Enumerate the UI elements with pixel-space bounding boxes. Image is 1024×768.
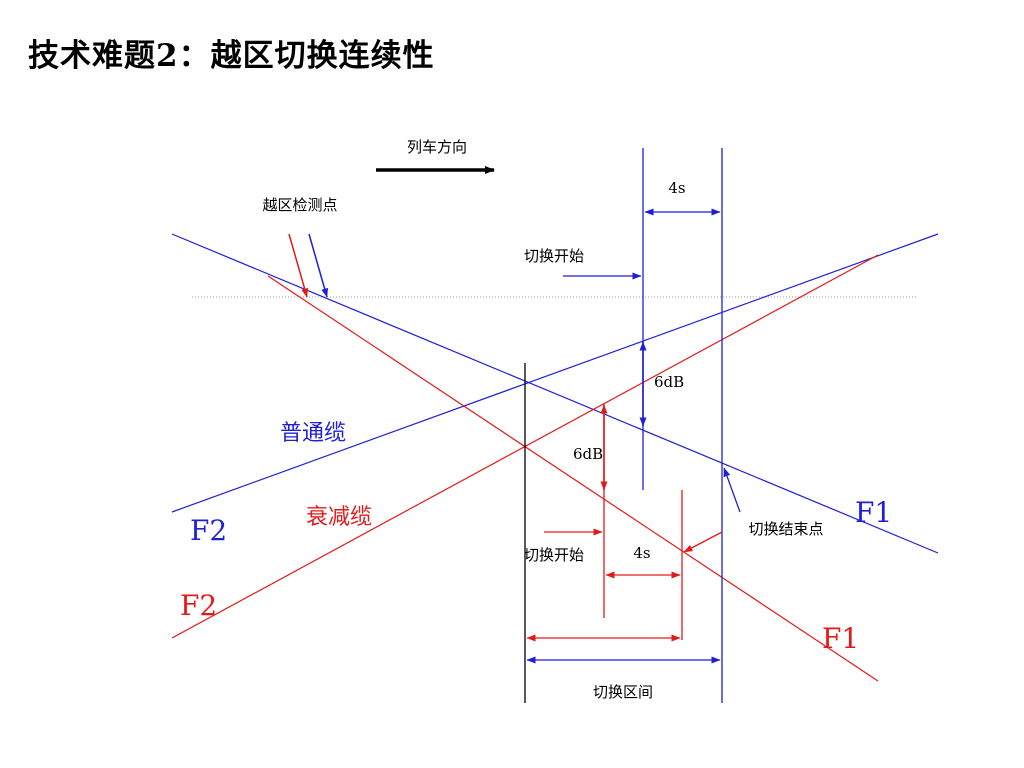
red-handover-start-label: 切换开始	[524, 546, 584, 564]
red-f1-signal-line	[267, 275, 879, 682]
blue-4s-label: 4s	[668, 179, 685, 197]
blue-cable-label: 普通缆	[280, 421, 346, 446]
red-handover-end-pointer	[683, 531, 723, 553]
blue-handover-start-label: 切换开始	[524, 247, 584, 265]
blue-f1-label: F1	[855, 496, 892, 529]
red-6db-label: 6dB	[573, 445, 603, 463]
red-f2-label: F2	[180, 589, 217, 622]
blue-f1-signal-line	[171, 233, 939, 554]
blue-6db-label: 6dB	[654, 373, 684, 391]
slide-title: 技术难题2：越区切换连续性	[28, 38, 435, 74]
detection-point-red-arrow	[288, 233, 309, 298]
handover-end-label: 切换结束点	[748, 520, 823, 538]
red-f1-label: F1	[822, 622, 859, 655]
blue-f2-label: F2	[190, 514, 227, 547]
handover-end-pointer	[723, 467, 741, 513]
blue-f2-signal-line	[171, 233, 939, 513]
red-4s-label: 4s	[633, 544, 650, 562]
red-cable-label: 衰减缆	[306, 505, 372, 530]
detection-point-blue-arrow	[308, 233, 329, 298]
detection-point-label: 越区检测点	[262, 196, 337, 214]
train-direction-label: 列车方向	[407, 138, 467, 156]
handover-interval-label: 切换区间	[593, 683, 653, 701]
